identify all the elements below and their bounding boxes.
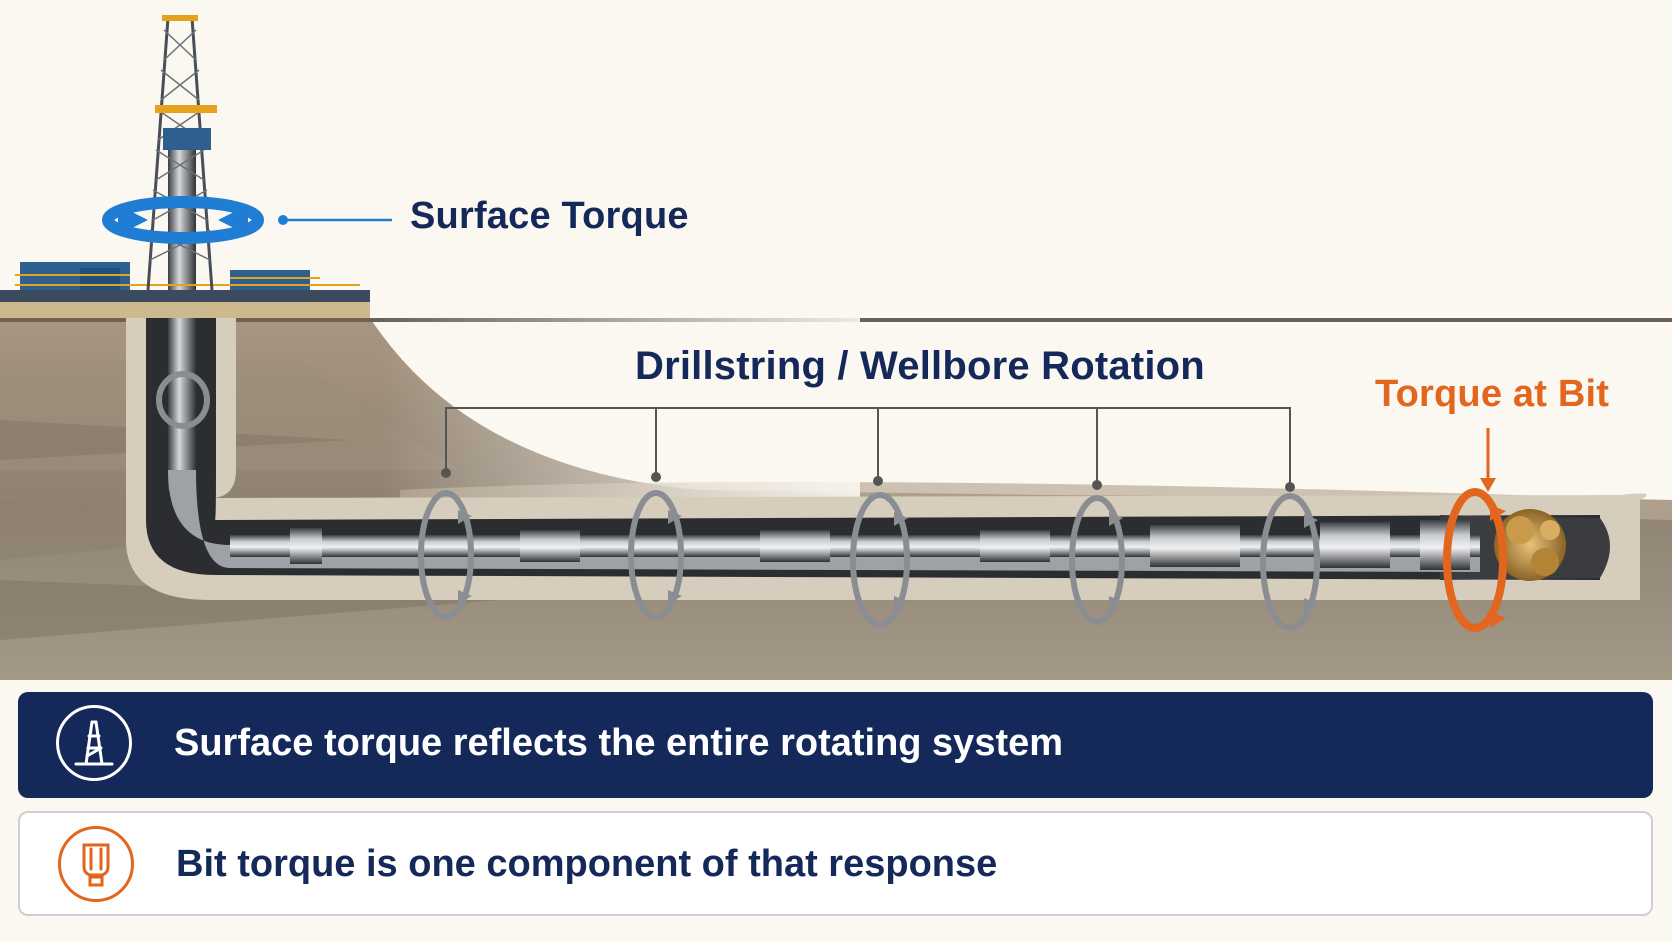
bit-rotation-ring	[1443, 488, 1507, 632]
surface-rotation-arrow	[102, 196, 264, 244]
rotation-arrow-heads	[458, 510, 1318, 612]
surface-torque-label: Surface Torque	[410, 195, 689, 237]
surface-pointer	[278, 215, 392, 225]
banner-text-bit: Bit torque is one component of that resp…	[176, 843, 998, 885]
derrick-icon	[56, 705, 132, 781]
torque-at-bit-label: Torque at Bit	[1375, 373, 1610, 415]
drilling-diagram	[0, 15, 1672, 680]
bit-torque-banner: Bit torque is one component of that resp…	[18, 811, 1653, 916]
drillstring-rotation-label: Drillstring / Wellbore Rotation	[635, 344, 1205, 388]
surface-torque-banner: Surface torque reflects the entire rotat…	[18, 692, 1653, 798]
banner-text-surface: Surface torque reflects the entire rotat…	[174, 722, 1064, 764]
rotation-rings	[156, 371, 1320, 631]
drillstring-bracket	[445, 407, 1291, 486]
drill-bit	[1494, 509, 1566, 581]
drill-bit-icon	[58, 826, 134, 902]
bit-pointer	[1480, 428, 1496, 492]
bracket-dots	[441, 468, 1295, 492]
drilling-rig	[0, 15, 370, 318]
